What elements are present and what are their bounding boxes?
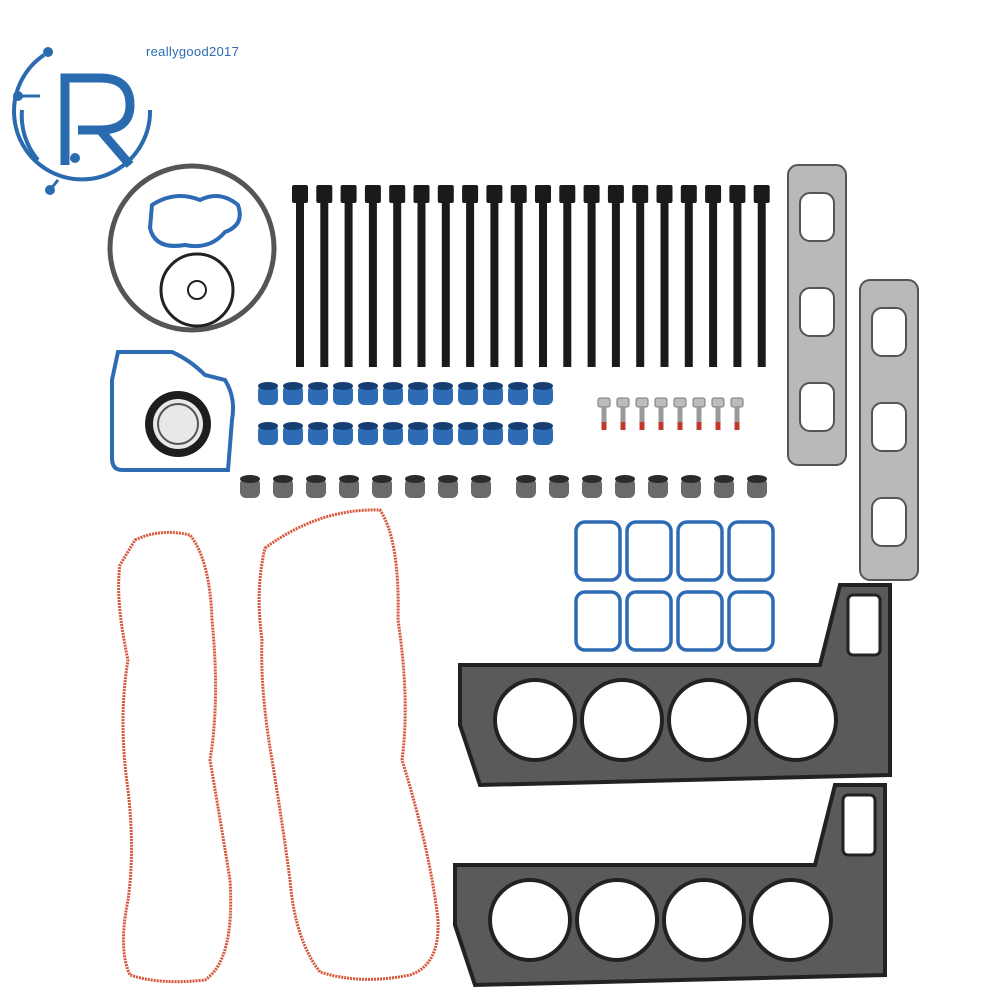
small-bolt: [673, 397, 687, 430]
valve-seal: [372, 475, 392, 498]
head-bolt: [389, 185, 406, 367]
valve-seal: [383, 422, 403, 445]
valve-seal: [258, 422, 278, 445]
head-bolt: [316, 185, 333, 367]
valve-seal: [433, 422, 453, 445]
valve-seal: [458, 382, 478, 405]
valve-seal: [508, 382, 528, 405]
valve-seal: [273, 475, 293, 498]
valve-seal: [408, 422, 428, 445]
intake-gasket: [574, 520, 622, 582]
valve-seal: [308, 382, 328, 405]
intake-gasket: [574, 590, 622, 652]
small-bolt: [730, 397, 744, 430]
head-bolt: [340, 185, 357, 367]
valve-seal: [240, 475, 260, 498]
head-bolt: [607, 185, 624, 367]
valve-seal: [582, 475, 602, 498]
intake-gasket: [676, 520, 724, 582]
valve-seal: [405, 475, 425, 498]
valve-seal: [458, 422, 478, 445]
valve-seal: [408, 382, 428, 405]
head-bolt: [753, 185, 770, 367]
head-bolt: [292, 185, 308, 367]
head-bolts: [292, 185, 770, 367]
small-bolts: [597, 397, 744, 430]
intake-gasket: [676, 590, 724, 652]
head-bolt: [705, 185, 722, 367]
valve-seal: [433, 382, 453, 405]
valve-seal: [508, 422, 528, 445]
valve-seal: [648, 475, 668, 498]
head-bolt: [462, 185, 479, 367]
cylinder-head-gaskets: [453, 583, 892, 988]
exhaust-manifold-gaskets: [787, 164, 919, 581]
valve-seal: [358, 422, 378, 445]
valve-cover-gaskets: [117, 508, 440, 984]
valve-seal: [438, 475, 458, 498]
intake-gasket: [727, 590, 775, 652]
valve-seal: [333, 422, 353, 445]
head-bolt: [510, 185, 527, 367]
valve-seal: [333, 382, 353, 405]
valve-seal: [533, 422, 553, 445]
head-bolt: [680, 185, 697, 367]
intake-gasket: [625, 590, 673, 652]
head-bolt: [632, 185, 649, 367]
head-bolt: [364, 185, 381, 367]
exhaust-gasket: [859, 279, 919, 581]
valve-seal: [383, 382, 403, 405]
head-gasket: [453, 783, 887, 988]
valve-seal: [516, 475, 536, 498]
valve-seal: [339, 475, 359, 498]
head-bolt: [583, 185, 600, 367]
small-bolt: [597, 397, 611, 430]
head-bolt: [559, 185, 576, 367]
valve-seal: [714, 475, 734, 498]
valve-seal: [533, 382, 553, 405]
valve-seal: [615, 475, 635, 498]
valve-stem-seals: [240, 382, 767, 498]
intake-gasket: [727, 520, 775, 582]
valve-seal: [549, 475, 569, 498]
front-cover-gasket: [107, 163, 277, 333]
watermark-text: reallygood2017: [146, 44, 240, 59]
small-bolt: [616, 397, 630, 430]
valve-seal: [283, 382, 303, 405]
head-bolt: [535, 185, 551, 367]
exhaust-gasket: [787, 164, 847, 466]
small-bolt: [692, 397, 706, 430]
intake-gaskets: [574, 520, 775, 652]
small-bolt: [711, 397, 725, 430]
valve-seal: [483, 422, 503, 445]
valve-seal: [483, 382, 503, 405]
valve-seal: [681, 475, 701, 498]
valve-seal: [308, 422, 328, 445]
head-gasket: [458, 583, 892, 788]
valve-seal: [306, 475, 326, 498]
small-bolt: [635, 397, 649, 430]
timing-cover-gasket: [110, 350, 236, 472]
head-bolt: [413, 185, 430, 367]
valve-seal: [358, 382, 378, 405]
valve-seal: [747, 475, 767, 498]
valve-seal: [471, 475, 491, 498]
small-bolt: [654, 397, 668, 430]
head-bolt: [437, 185, 454, 367]
intake-gasket: [625, 520, 673, 582]
head-bolt: [486, 185, 503, 367]
head-bolt: [656, 185, 673, 367]
valve-seal: [283, 422, 303, 445]
valve-seal: [258, 382, 278, 405]
brand-logo: [12, 47, 153, 195]
head-bolt: [729, 185, 746, 367]
